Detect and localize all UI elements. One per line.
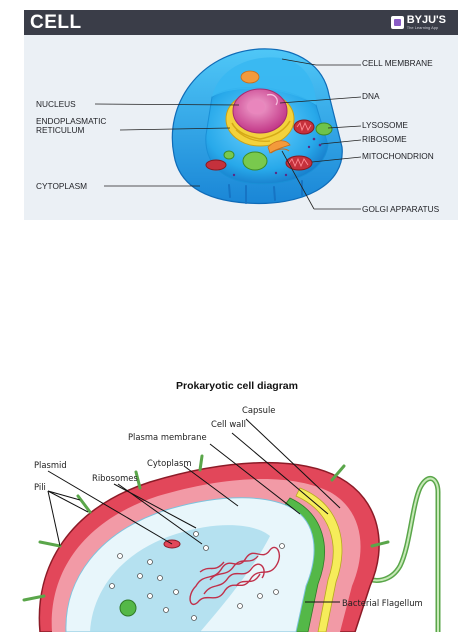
label-mitochondrion: MITOCHONDRION	[362, 151, 434, 161]
label-plasma-membrane: Plasma membrane	[128, 432, 207, 442]
animal-cell-panel: CELL BYJU'S The Learning App	[24, 10, 458, 220]
lysosome	[223, 122, 333, 171]
mitochondrion	[205, 119, 315, 171]
animal-cell-title: CELL	[30, 12, 82, 33]
pili	[22, 454, 390, 602]
label-cytoplasm: CYTOPLASM	[36, 181, 88, 191]
vesicle-top	[240, 70, 260, 84]
label-lysosome: LYSOSOME	[362, 120, 408, 130]
label-bacterial-flagellum: Bacterial Flagellum	[342, 598, 423, 608]
nucleoid-dna	[189, 546, 280, 605]
golgi-apparatus	[267, 140, 291, 154]
label-endoplasmic-reticulum: ENDOPLASMATIC RETICULUM	[36, 116, 107, 135]
label-cell-membrane: CELL MEMBRANE	[362, 58, 433, 68]
panel-header: CELL BYJU'S The Learning App	[24, 10, 458, 35]
animal-cell-illustration	[94, 48, 362, 210]
label-dna: DNA	[362, 91, 380, 101]
prok-ribosomes	[109, 531, 285, 621]
brand-name: BYJU'S	[406, 14, 446, 26]
brand-tagline: The Learning App	[406, 25, 439, 30]
label-capsule: Capsule	[242, 405, 276, 415]
prok-leader-lines	[47, 418, 341, 603]
ribosomes	[232, 137, 322, 177]
label-ribosomes: Ribosomes	[92, 473, 138, 483]
brand-logo: BYJU'S The Learning App	[390, 14, 446, 30]
cell-wall	[295, 487, 343, 632]
label-golgi-apparatus: GOLGI APPARATUS	[362, 204, 440, 214]
label-cell-wall: Cell wall	[211, 419, 246, 429]
granule	[119, 599, 137, 617]
label-plasmid: Plasmid	[34, 460, 67, 470]
label-cytoplasm-prok: Cytoplasm	[147, 458, 192, 468]
label-pili: Pili	[34, 482, 46, 492]
prokaryotic-title: Prokaryotic cell diagram	[176, 380, 298, 392]
prokaryotic-cell-illustration	[22, 418, 441, 632]
label-nucleus: NUCLEUS	[36, 99, 76, 109]
nucleus	[225, 88, 295, 147]
animal-leader-lines	[94, 58, 362, 210]
byjus-logo-icon	[390, 16, 404, 29]
label-ribosome: RIBOSOME	[362, 134, 407, 144]
